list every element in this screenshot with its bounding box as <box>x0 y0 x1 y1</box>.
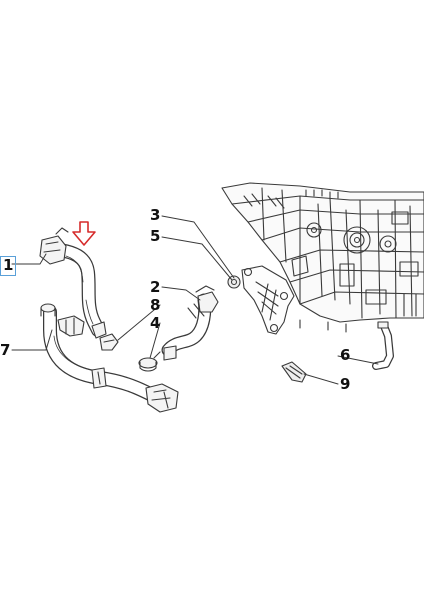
clip-part-8 <box>99 333 119 351</box>
leader-lines <box>11 215 379 385</box>
callout-9: 9 <box>340 375 351 393</box>
pipe-part-6 <box>372 321 394 370</box>
callout-4: 4 <box>150 314 161 332</box>
hose-part-2 <box>161 285 219 361</box>
callout-2: 2 <box>150 278 161 296</box>
callout-1: 1 <box>0 256 17 276</box>
clamp-part-4 <box>138 351 161 372</box>
callout-7: 7 <box>0 341 11 359</box>
callout-5: 5 <box>150 227 161 245</box>
callout-3: 3 <box>150 206 161 224</box>
hose-part-7 <box>40 303 179 413</box>
seal-part-9 <box>281 361 307 383</box>
hose-part-1 <box>39 227 107 339</box>
highlight-arrow <box>72 221 96 246</box>
callout-6: 6 <box>340 346 351 364</box>
bracket-plate <box>241 265 295 335</box>
callout-8: 8 <box>150 296 161 314</box>
hvac-housing <box>221 182 424 333</box>
